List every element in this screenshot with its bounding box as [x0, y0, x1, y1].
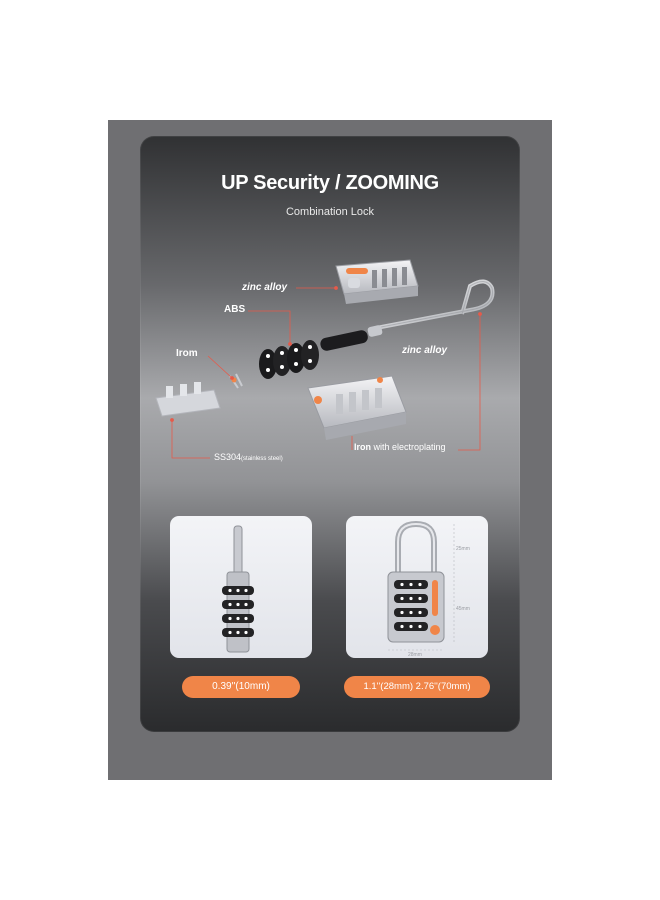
dim-shackle-height: 25mm [456, 546, 470, 552]
steel-plate-part [155, 382, 221, 417]
side-view-photo [170, 516, 312, 658]
product-card: UP Security / ZOOMING Combination Lock [140, 136, 520, 732]
bottom-housing-part [307, 375, 407, 440]
spring-rod-part [320, 325, 383, 351]
leader-lines [170, 286, 482, 459]
label-ss304: SS304(stainless steel) [214, 452, 283, 462]
label-iron: Iron with electroplating [354, 442, 446, 452]
label-zinc-alloy-rod: zinc alloy [402, 345, 448, 356]
outer-frame: UP Security / ZOOMING Combination Lock [108, 120, 552, 780]
front-view-dimension-pill: 1.1''(28mm) 2.76''(70mm) [344, 676, 490, 698]
front-view-lock-illustration: 25mm 45mm 28mm [387, 520, 470, 658]
label-zinc-alloy-housing: zinc alloy [242, 282, 288, 293]
exploded-view-diagram [155, 259, 495, 459]
side-view-lock-illustration [222, 525, 254, 653]
combination-wheels-part [259, 340, 319, 379]
label-abs: ABS [224, 304, 246, 315]
top-housing-part [335, 259, 419, 304]
page-subtitle: Combination Lock [285, 206, 375, 218]
label-irom: Irom [176, 348, 198, 359]
label-ss304-sub: (stainless steel) [241, 456, 283, 462]
label-iron-sub: with electroplating [373, 442, 446, 452]
dim-body-width: 28mm [408, 652, 422, 658]
side-view-dimension-pill: 0.39''(10mm) [182, 676, 300, 698]
iron-pins-part [229, 373, 243, 389]
label-iron-main: Iron [354, 442, 371, 452]
front-view-photo: 25mm 45mm 28mm [346, 516, 488, 658]
page-title: UP Security / ZOOMING [221, 172, 439, 194]
label-ss304-main: SS304 [214, 452, 242, 462]
dim-body-height: 45mm [456, 606, 470, 612]
